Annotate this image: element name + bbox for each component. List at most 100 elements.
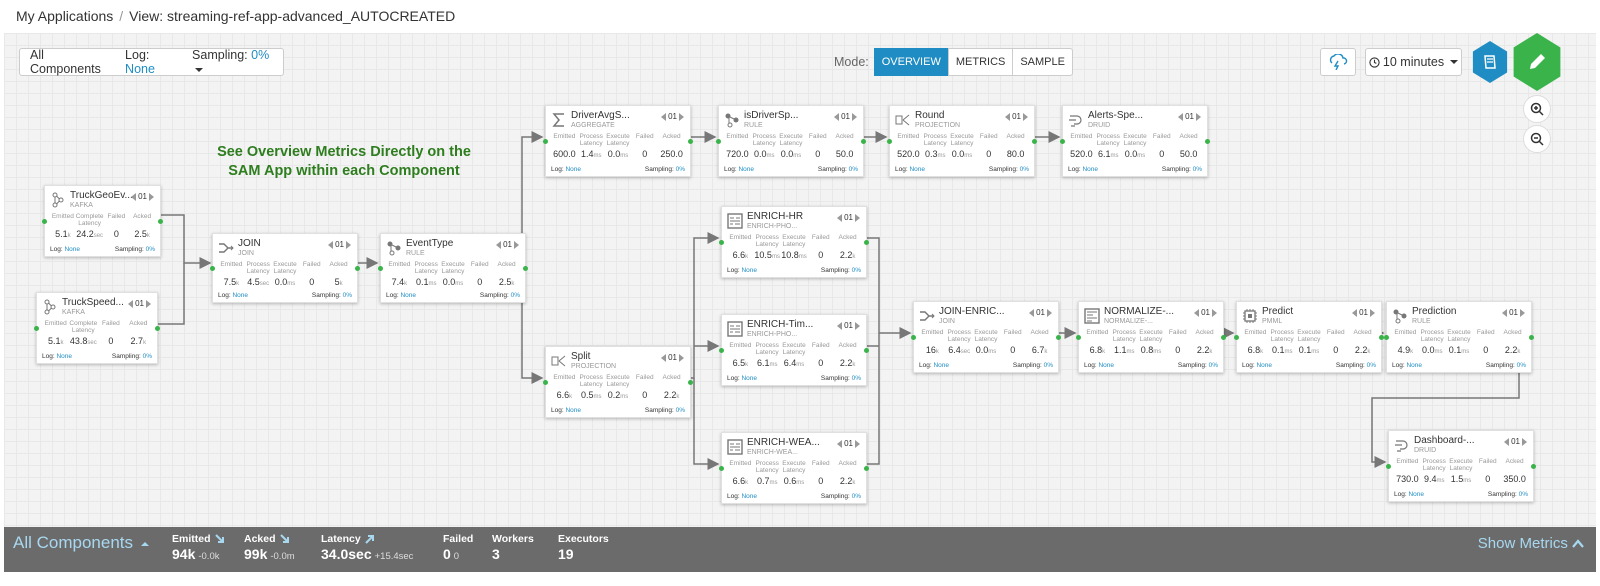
node-sampling[interactable]: Sampling: 0% <box>645 407 685 414</box>
decrease-icon[interactable] <box>837 213 843 222</box>
topology-canvas[interactable]: All Components Log: None Sampling: 0% Mo… <box>4 33 1596 539</box>
parallelism-control[interactable]: 01 <box>128 299 151 308</box>
node-log[interactable]: Log: None <box>218 292 248 299</box>
output-port[interactable] <box>1056 334 1061 340</box>
output-port[interactable] <box>861 138 866 144</box>
increase-icon[interactable] <box>1520 308 1525 317</box>
parallelism-control[interactable]: 01 <box>1178 112 1201 121</box>
parallelism-control[interactable]: 01 <box>837 439 860 448</box>
output-port[interactable] <box>155 325 160 331</box>
increase-icon[interactable] <box>1370 308 1375 317</box>
output-port[interactable] <box>864 239 869 245</box>
node-sampling[interactable]: Sampling: 0% <box>645 166 685 173</box>
parallelism-control[interactable]: 01 <box>1504 437 1527 446</box>
parallelism-control[interactable]: 01 <box>1194 308 1217 317</box>
mode-metrics-button[interactable]: METRICS <box>947 48 1014 76</box>
output-port[interactable] <box>1221 334 1226 340</box>
input-port[interactable] <box>719 465 724 471</box>
show-metrics-button[interactable]: Show Metrics <box>1478 535 1584 552</box>
node-sampling[interactable]: Sampling: 0% <box>1178 362 1218 369</box>
input-port[interactable] <box>719 347 724 353</box>
increase-icon[interactable] <box>679 353 684 362</box>
component-node-split[interactable]: Split PROJECTION 01 Emitted 6.6k Process… <box>543 346 693 418</box>
node-log[interactable]: Log: None <box>1084 362 1114 369</box>
input-port[interactable] <box>719 239 724 245</box>
component-node-truckspeed[interactable]: TruckSpeed... KAFKA 01 Emitted 5.1k Comp… <box>34 292 160 364</box>
component-node-driveravg[interactable]: DriverAvgS... AGGREGATE 01 Emitted 600.0… <box>543 105 693 177</box>
increase-icon[interactable] <box>1047 308 1052 317</box>
increase-icon[interactable] <box>146 299 151 308</box>
decrease-icon[interactable] <box>328 240 334 249</box>
parallelism-control[interactable]: 01 <box>661 353 684 362</box>
decrease-icon[interactable] <box>1178 112 1184 121</box>
increase-icon[interactable] <box>1196 112 1201 121</box>
input-port[interactable] <box>1076 334 1081 340</box>
input-port[interactable] <box>34 325 39 331</box>
component-node-joinenric[interactable]: JOIN-ENRIC... JOIN 01 Emitted 16k Proces… <box>911 301 1061 373</box>
node-sampling[interactable]: Sampling: 0% <box>989 166 1029 173</box>
decrease-icon[interactable] <box>837 321 843 330</box>
decrease-icon[interactable] <box>661 112 667 121</box>
node-log[interactable]: Log: None <box>42 353 72 360</box>
decrease-icon[interactable] <box>661 353 667 362</box>
parallelism-control[interactable]: 01 <box>837 213 860 222</box>
node-log[interactable]: Log: None <box>919 362 949 369</box>
breadcrumb-root[interactable]: My Applications <box>16 8 114 24</box>
increase-icon[interactable] <box>855 439 860 448</box>
increase-icon[interactable] <box>855 213 860 222</box>
input-port[interactable] <box>543 379 548 385</box>
decrease-icon[interactable] <box>131 192 137 201</box>
zoom-out-button[interactable] <box>1523 125 1551 153</box>
node-log[interactable]: Log: None <box>727 493 757 500</box>
output-port[interactable] <box>158 218 163 224</box>
parallelism-control[interactable]: 01 <box>1029 308 1052 317</box>
node-sampling[interactable]: Sampling: 0% <box>312 292 352 299</box>
component-node-alerts[interactable]: Alerts-Spe... DRUID 01 Emitted 520.0 Pro… <box>1060 105 1210 177</box>
component-node-normalize[interactable]: NORMALIZE-... NORMALIZE-... 01 Emitted 6… <box>1076 301 1226 373</box>
edit-button[interactable] <box>1513 33 1561 91</box>
output-port[interactable] <box>1531 463 1536 469</box>
component-node-prediction[interactable]: Prediction RULE 01 Emitted 4.9k Process … <box>1384 301 1534 373</box>
component-filter-bar[interactable]: All Components Log: None Sampling: 0% <box>19 48 284 76</box>
input-port[interactable] <box>716 138 721 144</box>
node-log[interactable]: Log: None <box>1394 491 1424 498</box>
increase-icon[interactable] <box>1212 308 1217 317</box>
output-port[interactable] <box>864 347 869 353</box>
parallelism-control[interactable]: 01 <box>661 112 684 121</box>
node-sampling[interactable]: Sampling: 0% <box>818 166 858 173</box>
output-port[interactable] <box>1205 138 1210 144</box>
sampling-filter[interactable]: Sampling: 0% <box>192 48 273 76</box>
decrease-icon[interactable] <box>1504 437 1510 446</box>
component-node-eventtype[interactable]: EventType RULE 01 Emitted 7.4k Process L… <box>378 233 528 303</box>
increase-icon[interactable] <box>855 321 860 330</box>
increase-icon[interactable] <box>679 112 684 121</box>
node-log[interactable]: Log: None <box>1392 362 1422 369</box>
node-sampling[interactable]: Sampling: 0% <box>480 292 520 299</box>
output-port[interactable] <box>1529 334 1534 340</box>
decrease-icon[interactable] <box>1029 308 1035 317</box>
input-port[interactable] <box>42 218 47 224</box>
component-node-enrichtim[interactable]: ENRICH-Tim... ENRICH-PHO... 01 Emitted 6… <box>719 314 869 386</box>
output-port[interactable] <box>688 138 693 144</box>
output-port[interactable] <box>864 465 869 471</box>
node-sampling[interactable]: Sampling: 0% <box>115 246 155 253</box>
time-range-dropdown[interactable]: 10 minutes <box>1365 48 1462 76</box>
node-sampling[interactable]: Sampling: 0% <box>1336 362 1376 369</box>
input-port[interactable] <box>1384 334 1389 340</box>
decrease-icon[interactable] <box>1502 308 1508 317</box>
component-node-enrichhr[interactable]: ENRICH-HR ENRICH-PHO... 01 Emitted 6.6k … <box>719 206 869 278</box>
zoom-in-button[interactable] <box>1523 95 1551 123</box>
input-port[interactable] <box>210 265 215 271</box>
node-log[interactable]: Log: None <box>895 166 925 173</box>
increase-icon[interactable] <box>1522 437 1527 446</box>
decrease-icon[interactable] <box>837 439 843 448</box>
node-log[interactable]: Log: None <box>551 407 581 414</box>
decrease-icon[interactable] <box>1005 112 1011 121</box>
increase-icon[interactable] <box>346 240 351 249</box>
decrease-icon[interactable] <box>1194 308 1200 317</box>
node-log[interactable]: Log: None <box>386 292 416 299</box>
output-port[interactable] <box>355 265 360 271</box>
component-node-enrichwea[interactable]: ENRICH-WEA... ENRICH-WEA... 01 Emitted 6… <box>719 432 869 504</box>
node-log[interactable]: Log: None <box>727 267 757 274</box>
node-sampling[interactable]: Sampling: 0% <box>112 353 152 360</box>
